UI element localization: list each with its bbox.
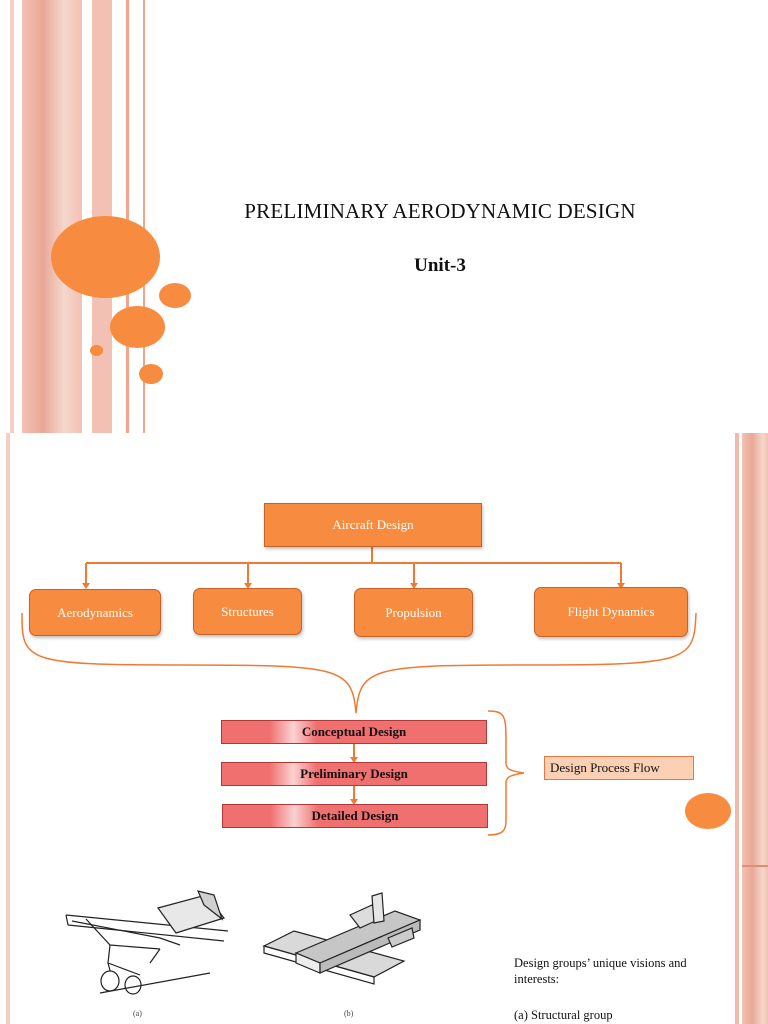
figure-label-b: (b) [344,1009,354,1018]
conceptual-design-box: Conceptual Design [221,720,487,744]
structural-group-item: (a) Structural group [514,1008,613,1022]
design-process-slide: Aircraft Design Aerodynamics Structures … [0,433,768,1024]
title-slide: PRELIMINARY AERODYNAMIC DESIGN Unit-3 [0,0,768,433]
decor-stripe [10,0,14,433]
decor-stripe [143,0,145,433]
decor-circle [139,364,163,384]
semimonocoque-airplane-illustration [262,892,422,985]
slide-subtitle: Unit-3 [414,255,466,276]
frame-fuselage-illustration [65,890,229,995]
aerodynamics-box: Aerodynamics [29,589,161,636]
figure-label-a: (a) [133,1009,142,1018]
decor-stripe [22,0,82,433]
aircraft-design-box: Aircraft Design [264,503,482,547]
decor-circle [51,216,160,298]
diagram-connectors [21,547,697,995]
propulsion-box: Propulsion [354,588,473,637]
slide-title: PRELIMINARY AERODYNAMIC DESIGN [244,199,636,223]
decor-circle [159,283,191,308]
decor-stripe [126,0,129,433]
detailed-design-box: Detailed Design [222,804,488,828]
design-groups-caption: Design groups’ unique visions and intere… [514,956,687,986]
decor-stripe [742,433,768,1024]
decor-line [742,865,768,867]
decor-stripe [735,433,739,1024]
preliminary-design-box: Preliminary Design [221,762,487,786]
design-process-flow-label: Design Process Flow [544,756,694,780]
decor-stripe [6,433,10,1024]
flight-dynamics-box: Flight Dynamics [534,587,688,637]
decor-circle [685,793,731,829]
structures-box: Structures [193,588,302,635]
decor-circle [110,306,165,348]
decor-circle [90,345,103,356]
